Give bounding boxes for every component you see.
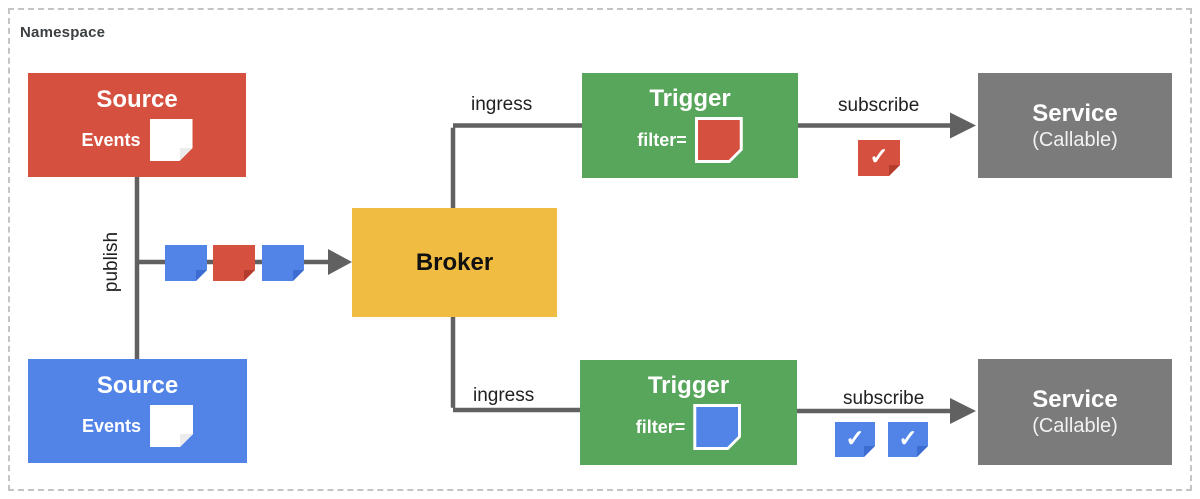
checkmark-icon: ✓ — [898, 424, 918, 451]
trigger-node-top: Trigger filter= — [582, 73, 798, 178]
ingress-bottom-line — [450, 317, 580, 413]
service-title: Service — [1032, 99, 1118, 127]
publish-label: publish — [101, 231, 122, 293]
service-node-top: Service (Callable) — [978, 73, 1172, 178]
filter-note-icon-blue — [693, 404, 741, 450]
subscribe-top-arrowhead — [950, 112, 976, 139]
ingress-label-top: ingress — [471, 94, 533, 115]
broker-node: Broker — [352, 208, 557, 317]
service-node-bottom: Service (Callable) — [978, 359, 1172, 465]
subscribe-label-top: subscribe — [838, 95, 920, 116]
filter-row: filter= — [636, 404, 742, 450]
event-note-icon — [150, 119, 193, 161]
source-title: Source — [96, 86, 178, 113]
event-note-red — [213, 245, 255, 281]
checkmark-icon: ✓ — [869, 143, 889, 169]
filter-label: filter= — [637, 129, 687, 150]
event-note-blue-1 — [165, 245, 207, 281]
filter-note-icon-red — [695, 117, 743, 163]
service-subtitle: (Callable) — [1032, 128, 1118, 151]
trigger-title: Trigger — [647, 372, 730, 399]
broker-title: Broker — [415, 248, 494, 276]
event-stream-arrowhead — [328, 249, 352, 275]
filter-label: filter= — [635, 416, 686, 437]
trigger-node-bottom: Trigger filter= — [580, 360, 797, 465]
ack-note-blue-icon-2: ✓ — [888, 422, 928, 457]
namespace-boundary — [8, 8, 1192, 491]
namespace-label: Namespace — [20, 24, 106, 41]
events-label: Events — [81, 129, 141, 150]
event-note-icon — [150, 405, 194, 447]
source-node-top: Source Events — [28, 73, 246, 177]
subscribe-label-bottom: subscribe — [843, 388, 925, 409]
checkmark-icon: ✓ — [845, 424, 865, 451]
ack-note-red-icon: ✓ — [858, 140, 900, 176]
source-node-bottom: Source Events — [28, 359, 247, 463]
trigger-title: Trigger — [649, 85, 731, 112]
ack-note-blue-icon-1: ✓ — [835, 422, 875, 457]
event-note-blue-2 — [262, 245, 304, 281]
service-title: Service — [1032, 386, 1118, 413]
service-subtitle: (Callable) — [1032, 415, 1118, 437]
events-row: Events — [81, 119, 193, 161]
subscribe-bottom-arrowhead — [950, 398, 976, 424]
events-row: Events — [81, 405, 194, 447]
events-label: Events — [81, 415, 142, 436]
ingress-top-line — [450, 123, 582, 208]
filter-row: filter= — [637, 117, 743, 163]
ingress-label-bottom: ingress — [473, 385, 535, 406]
source-title: Source — [96, 372, 179, 399]
